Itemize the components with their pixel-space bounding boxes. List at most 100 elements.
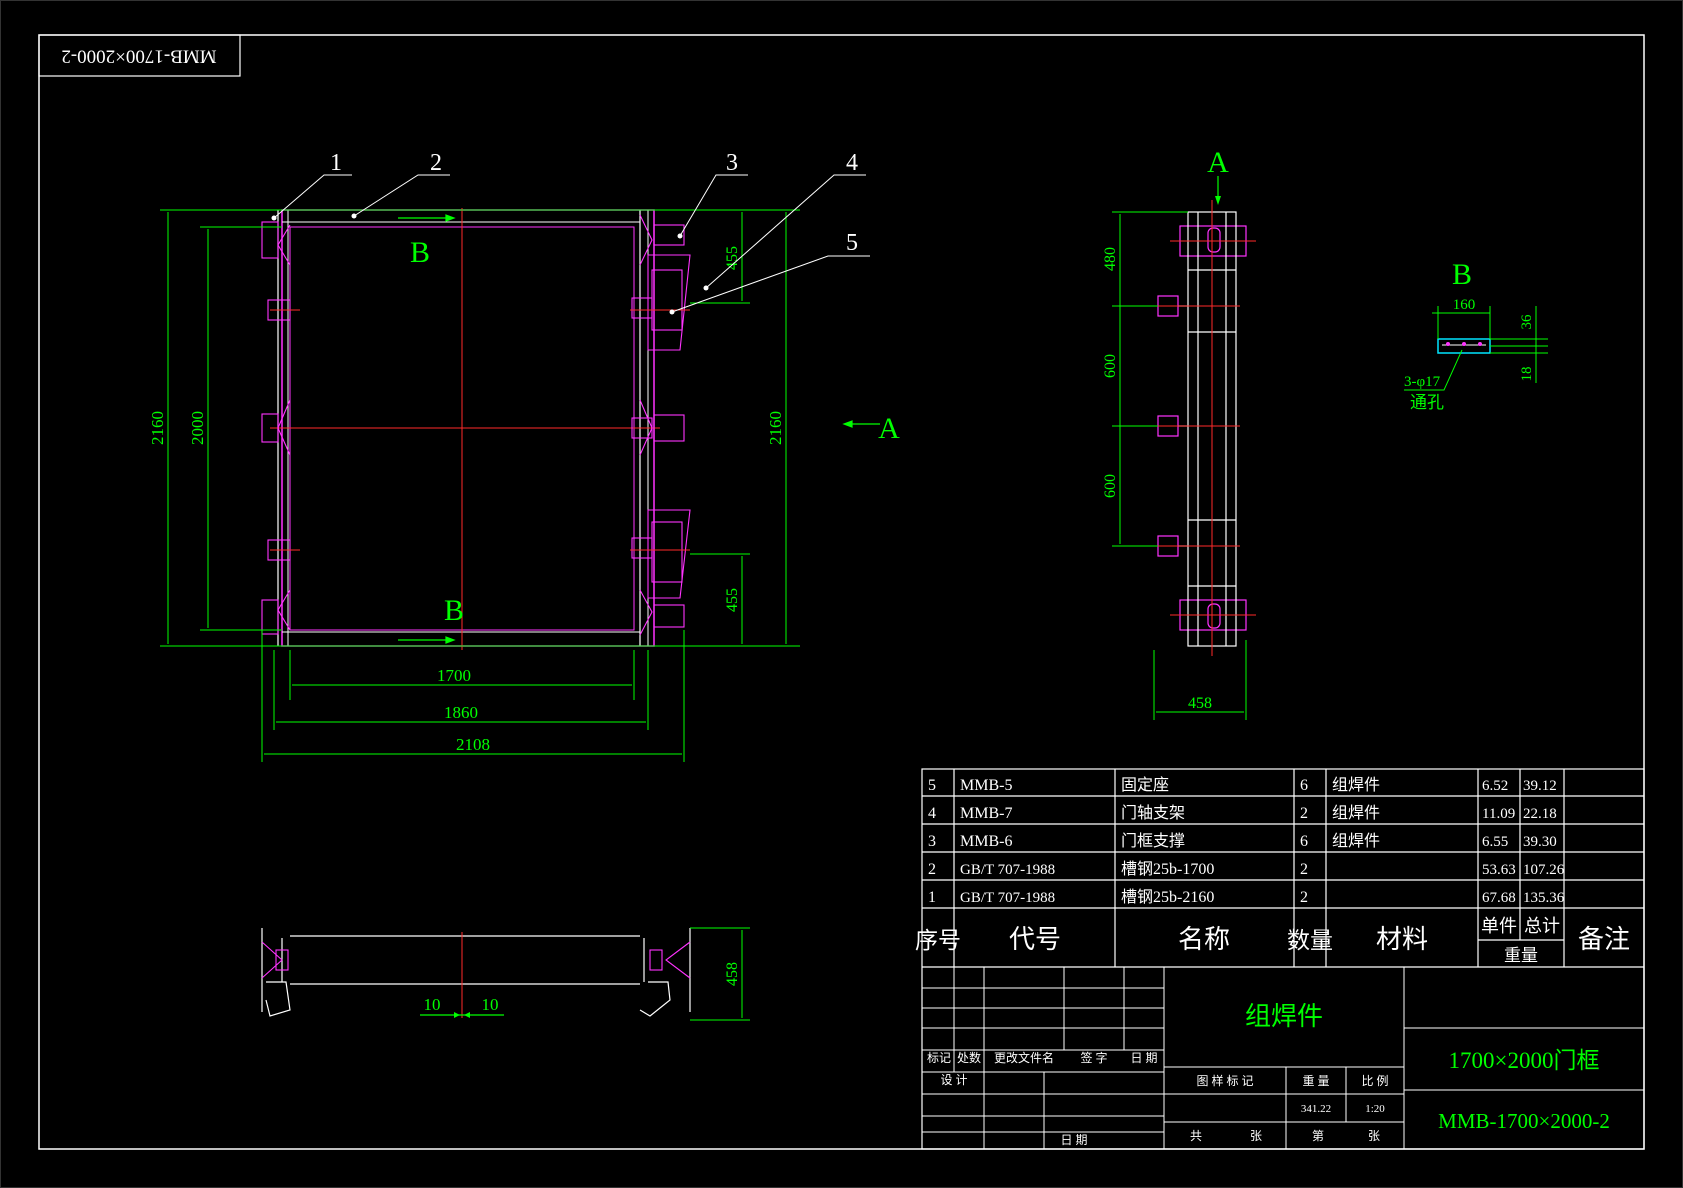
detail-b-width: 160 (1453, 297, 1476, 313)
bottom-view: 10 10 458 (261, 927, 750, 1021)
svg-text:更改文件名: 更改文件名 (994, 1050, 1054, 1065)
front-dim-texts: 1700 1860 2108 2160 2000 2160 455 455 (148, 246, 785, 754)
svg-text:53.63: 53.63 (1482, 862, 1516, 878)
dim-600a: 600 (1102, 354, 1119, 378)
svg-text:2: 2 (1300, 805, 1308, 822)
drawing-number: MMB-1700×2000-2 (1438, 1109, 1610, 1133)
title-block-grid (922, 967, 1644, 1149)
dim-2000: 2000 (188, 411, 207, 445)
svg-text:比 例: 比 例 (1361, 1074, 1388, 1088)
bom-row: 4 MMB-7 门轴支架 2 组焊件 11.09 22.18 (928, 804, 1557, 822)
svg-text:第: 第 (1312, 1129, 1324, 1143)
part-name: 1700×2000门框 (1449, 1048, 1600, 1073)
dim-458-side: 458 (1188, 695, 1212, 712)
side-view-dimensions (1112, 211, 1247, 720)
dim-600b: 600 (1102, 474, 1119, 498)
rotated-code-box (38, 34, 241, 77)
svg-text:材料: 材料 (1376, 925, 1428, 954)
side-view-a: A (1150, 146, 1256, 656)
total-weight: 341.22 (1301, 1103, 1331, 1115)
svg-text:39.12: 39.12 (1523, 778, 1557, 794)
detail-b: B 160 36 18 3-φ17 通孔 (1404, 258, 1548, 412)
svg-text:重 量: 重 量 (1302, 1074, 1329, 1088)
svg-text:备注: 备注 (1578, 925, 1630, 954)
view-a-label: A (1207, 146, 1229, 179)
svg-text:22.18: 22.18 (1523, 806, 1557, 822)
svg-text:张: 张 (1250, 1129, 1262, 1143)
dim-455-bottom: 455 (724, 588, 741, 612)
rotated-drawing-code: MMB-1700×2000-2 (61, 46, 216, 67)
svg-text:签 字: 签 字 (1080, 1050, 1107, 1065)
svg-text:重量: 重量 (1504, 946, 1538, 965)
svg-text:代号: 代号 (1009, 925, 1061, 954)
svg-text:序号: 序号 (915, 928, 961, 953)
svg-text:数量: 数量 (1287, 928, 1333, 953)
svg-text:处数: 处数 (957, 1050, 981, 1065)
dim-1700: 1700 (437, 666, 471, 685)
svg-text:组焊件: 组焊件 (1332, 776, 1380, 794)
svg-text:39.30: 39.30 (1523, 834, 1557, 850)
bottom-dim-458: 458 (724, 962, 741, 986)
dim-455-top: 455 (724, 246, 741, 270)
front-view-dimensions (160, 209, 800, 762)
view-a-marker: A (878, 412, 900, 445)
section-b-top: B (410, 236, 430, 269)
section-b-bottom: B (444, 594, 464, 627)
svg-text:槽钢25b-2160: 槽钢25b-2160 (1121, 888, 1214, 906)
svg-text:6.52: 6.52 (1482, 778, 1508, 794)
balloon-4: 4 (846, 150, 858, 176)
title-block-labels: 标记 处数 更改文件名 签 字 日 期 设 计 日 期 图 样 标 记 重 量 … (927, 1050, 1389, 1147)
svg-text:槽钢25b-1700: 槽钢25b-1700 (1121, 860, 1214, 878)
svg-text:6.55: 6.55 (1482, 834, 1508, 850)
svg-text:2: 2 (928, 861, 936, 878)
detail-b-label: B (1452, 258, 1472, 291)
svg-text:2: 2 (1300, 861, 1308, 878)
svg-text:门轴支架: 门轴支架 (1121, 804, 1185, 822)
svg-text:单件: 单件 (1481, 916, 1517, 936)
svg-text:日 期: 日 期 (1060, 1133, 1087, 1147)
svg-text:固定座: 固定座 (1121, 776, 1169, 794)
bom-row: 1 GB/T 707-1988 槽钢25b-2160 2 67.68 135.3… (928, 888, 1565, 906)
svg-text:GB/T 707-1988: GB/T 707-1988 (960, 890, 1055, 906)
svg-text:张: 张 (1368, 1129, 1380, 1143)
svg-text:GB/T 707-1988: GB/T 707-1988 (960, 862, 1055, 878)
bom-row: 5 MMB-5 固定座 6 组焊件 6.52 39.12 (928, 776, 1557, 794)
dim-2160-left: 2160 (148, 411, 167, 445)
dim-1860: 1860 (444, 703, 478, 722)
svg-text:MMB-5: MMB-5 (960, 777, 1012, 794)
svg-text:6: 6 (1300, 833, 1308, 850)
dim-2160-right: 2160 (766, 411, 785, 445)
svg-text:5: 5 (928, 777, 936, 794)
svg-text:2: 2 (1300, 889, 1308, 906)
detail-b-36: 36 (1519, 314, 1535, 330)
svg-text:MMB-7: MMB-7 (960, 805, 1012, 822)
detail-b-18: 18 (1519, 367, 1535, 382)
svg-text:67.68: 67.68 (1482, 890, 1516, 906)
svg-text:3: 3 (928, 833, 936, 850)
balloon-2: 2 (430, 150, 442, 176)
dim-480: 480 (1102, 247, 1119, 271)
balloon-3: 3 (726, 150, 738, 176)
leader-lines (273, 174, 870, 313)
weldment-type: 组焊件 (1245, 1002, 1323, 1031)
svg-text:11.09: 11.09 (1482, 806, 1515, 822)
svg-text:图 样 标 记: 图 样 标 记 (1196, 1073, 1253, 1088)
drawing-frame (38, 34, 1645, 1150)
front-view: B B A (261, 208, 900, 650)
dim-2108: 2108 (456, 735, 490, 754)
svg-text:107.26: 107.26 (1523, 862, 1565, 878)
svg-text:标记: 标记 (927, 1051, 951, 1065)
svg-text:6: 6 (1300, 777, 1308, 794)
svg-text:日 期: 日 期 (1130, 1051, 1157, 1065)
svg-text:总计: 总计 (1524, 916, 1560, 936)
svg-text:设 计: 设 计 (940, 1073, 967, 1087)
svg-text:MMB-6: MMB-6 (960, 833, 1012, 850)
svg-text:门框支撑: 门框支撑 (1121, 832, 1185, 850)
bom-grid (921, 768, 1645, 1150)
svg-text:共: 共 (1190, 1129, 1202, 1143)
svg-text:名称: 名称 (1178, 925, 1230, 954)
svg-text:4: 4 (928, 805, 936, 822)
svg-text:135.36: 135.36 (1523, 890, 1565, 906)
balloon-5: 5 (846, 230, 858, 256)
